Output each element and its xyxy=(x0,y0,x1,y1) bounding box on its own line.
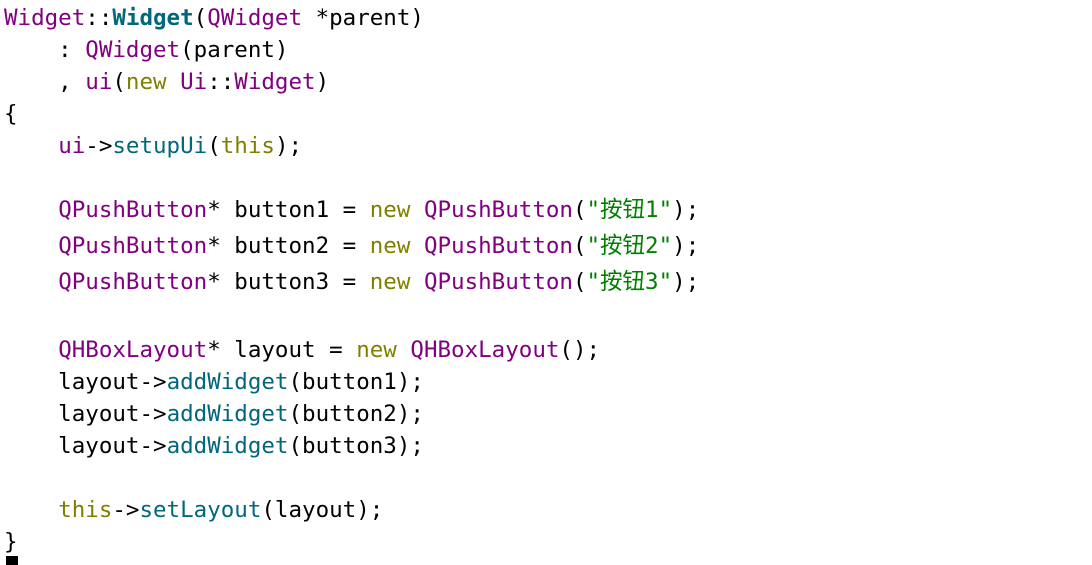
code-token: : xyxy=(4,37,86,63)
code-token xyxy=(4,197,58,223)
code-token: Ui xyxy=(180,69,208,95)
code-token xyxy=(4,133,58,159)
code-token: (layout); xyxy=(261,497,384,523)
code-token: QHBoxLayout xyxy=(410,337,560,363)
code-token: ( xyxy=(207,133,221,159)
code-token: QPushButton xyxy=(423,269,573,295)
code-token: layout-> xyxy=(4,433,167,459)
code-token: addWidget xyxy=(166,433,289,459)
code-token: (); xyxy=(559,337,601,363)
code-token: this xyxy=(220,133,275,159)
code-token: addWidget xyxy=(166,401,289,427)
code-token: ) xyxy=(315,69,330,95)
code-token: :: xyxy=(85,5,113,31)
code-token: ( xyxy=(193,5,208,31)
code-token: QWidget xyxy=(207,5,303,31)
code-token: ( xyxy=(572,197,587,223)
code-line[interactable]: layout->addWidget(button2); xyxy=(4,398,424,430)
code-token: QPushButton xyxy=(423,233,573,259)
code-token: :: xyxy=(207,69,235,95)
code-token: (button3); xyxy=(288,433,424,459)
code-token: * button3 = xyxy=(207,269,370,295)
code-token: layout-> xyxy=(4,369,167,395)
code-token: QPushButton xyxy=(423,197,573,223)
code-line[interactable]: QPushButton* button3 = new QPushButton("… xyxy=(4,266,699,298)
code-line[interactable]: Widget::Widget(QWidget *parent) xyxy=(4,2,424,34)
code-token: { xyxy=(4,101,18,127)
code-line[interactable]: QPushButton* button1 = new QPushButton("… xyxy=(4,194,699,226)
code-token xyxy=(4,233,58,259)
code-token: ); xyxy=(672,197,700,223)
code-token xyxy=(4,269,58,295)
code-token: QPushButton xyxy=(58,233,208,259)
code-token: this xyxy=(58,497,113,523)
code-token: Widget xyxy=(4,5,86,31)
code-token: QHBoxLayout xyxy=(58,337,208,363)
code-token: Widget xyxy=(234,69,316,95)
code-token: QPushButton xyxy=(58,197,208,223)
code-token: -> xyxy=(85,133,113,159)
code-token: * button2 = xyxy=(207,233,370,259)
code-token: *parent) xyxy=(302,5,424,31)
code-token: ); xyxy=(672,269,700,295)
code-line[interactable]: { xyxy=(4,98,18,130)
code-token: addWidget xyxy=(166,369,289,395)
code-token: ui xyxy=(58,133,86,159)
code-line[interactable]: QPushButton* button2 = new QPushButton("… xyxy=(4,230,699,262)
code-token: "按钮1" xyxy=(586,197,673,223)
text-cursor xyxy=(6,556,18,565)
code-line[interactable]: } xyxy=(4,526,18,558)
code-token xyxy=(410,269,424,295)
code-token: } xyxy=(4,529,18,555)
code-token: new xyxy=(125,69,167,95)
code-token: QWidget xyxy=(85,37,181,63)
code-token: ( xyxy=(572,269,587,295)
code-token: QPushButton xyxy=(58,269,208,295)
code-token: setLayout xyxy=(139,497,262,523)
code-token: layout-> xyxy=(4,401,167,427)
code-token: ( xyxy=(112,69,126,95)
code-token: new xyxy=(369,233,411,259)
code-token: ( xyxy=(572,233,587,259)
code-token xyxy=(4,337,58,363)
code-line[interactable]: layout->addWidget(button3); xyxy=(4,430,424,462)
code-token xyxy=(167,69,181,95)
code-token: -> xyxy=(112,497,140,523)
code-token: ); xyxy=(672,233,700,259)
code-token: new xyxy=(369,269,411,295)
code-token: (parent) xyxy=(180,37,289,63)
code-token: ); xyxy=(274,133,303,159)
code-token: setupUi xyxy=(112,133,208,159)
code-token: * button1 = xyxy=(207,197,370,223)
code-line[interactable]: , ui(new Ui::Widget) xyxy=(4,66,329,98)
code-token xyxy=(410,197,424,223)
code-token: Widget xyxy=(112,5,194,31)
code-token: "按钮2" xyxy=(586,233,673,259)
code-token: , xyxy=(4,69,86,95)
code-token: ui xyxy=(85,69,113,95)
code-token: (button2); xyxy=(288,401,424,427)
code-token xyxy=(410,233,424,259)
code-line[interactable]: QHBoxLayout* layout = new QHBoxLayout(); xyxy=(4,334,600,366)
code-token: new xyxy=(356,337,397,363)
code-line[interactable]: ui->setupUi(this); xyxy=(4,130,302,162)
code-token: "按钮3" xyxy=(586,269,673,295)
code-token xyxy=(4,497,58,523)
code-line[interactable]: : QWidget(parent) xyxy=(4,34,288,66)
code-line[interactable]: this->setLayout(layout); xyxy=(4,494,383,526)
code-token xyxy=(397,337,411,363)
code-line[interactable]: layout->addWidget(button1); xyxy=(4,366,424,398)
code-token: (button1); xyxy=(288,369,424,395)
code-token: new xyxy=(369,197,411,223)
code-token: * layout = xyxy=(207,337,357,363)
